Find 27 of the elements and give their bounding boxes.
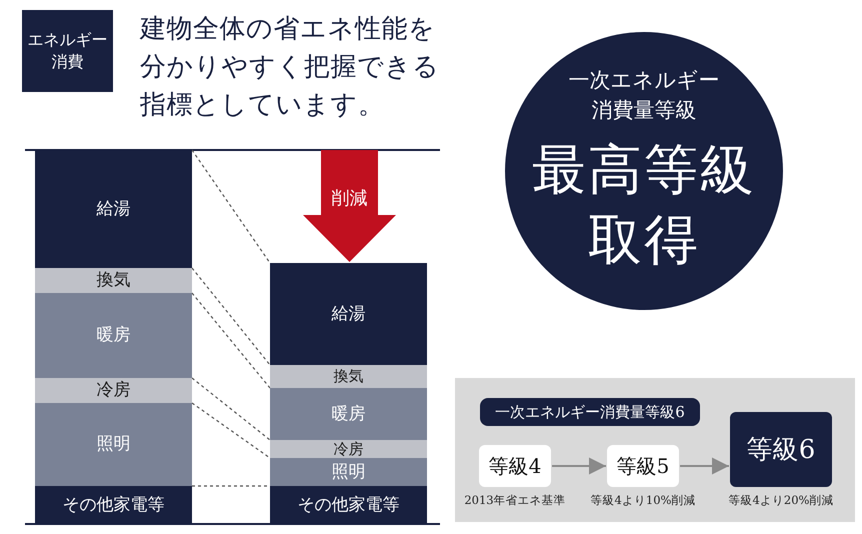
bar-segment: 暖房 <box>35 293 192 378</box>
title-pill: 一次エネルギー消費量等級6 <box>480 398 700 426</box>
grade-caption: 等級4より20%削減 <box>728 493 834 508</box>
grade-box: 等級4 <box>479 445 551 487</box>
bar-segment: 給湯 <box>270 263 427 365</box>
chevron-arrow <box>552 458 606 474</box>
grade-box: 等級5 <box>607 445 679 487</box>
intro-text: 建物全体の省エネ性能を分かりやすく把握できる指標としています。 <box>140 13 440 122</box>
bar-segment: その他家電等 <box>35 486 192 524</box>
grade-caption: 等級4より10%削減 <box>590 493 696 508</box>
bar-segment: 照明 <box>35 403 192 486</box>
grade-box-highlighted: 等級6 <box>730 412 832 487</box>
bar-segment: 冷房 <box>270 440 427 458</box>
arrow-label: 削減 <box>330 187 368 210</box>
circle-title: 最高等級取得 <box>531 137 757 274</box>
bar-segment: 冷房 <box>35 378 192 403</box>
bar-segment: 暖房 <box>270 388 427 440</box>
chevron-arrow <box>680 458 729 474</box>
circle-heading: 一次エネルギー消費量等級 <box>568 67 720 124</box>
bar-segment: その他家電等 <box>270 486 427 524</box>
heading-badge: エネルギー消費 <box>22 10 113 92</box>
bar-segment: 給湯 <box>35 150 192 268</box>
bar-segment: 照明 <box>270 458 427 486</box>
panel-background <box>455 378 855 522</box>
grade-caption: 2013年省エネ基準 <box>464 493 566 508</box>
bar-segment: 換気 <box>270 365 427 388</box>
bar-segment: 換気 <box>35 268 192 293</box>
